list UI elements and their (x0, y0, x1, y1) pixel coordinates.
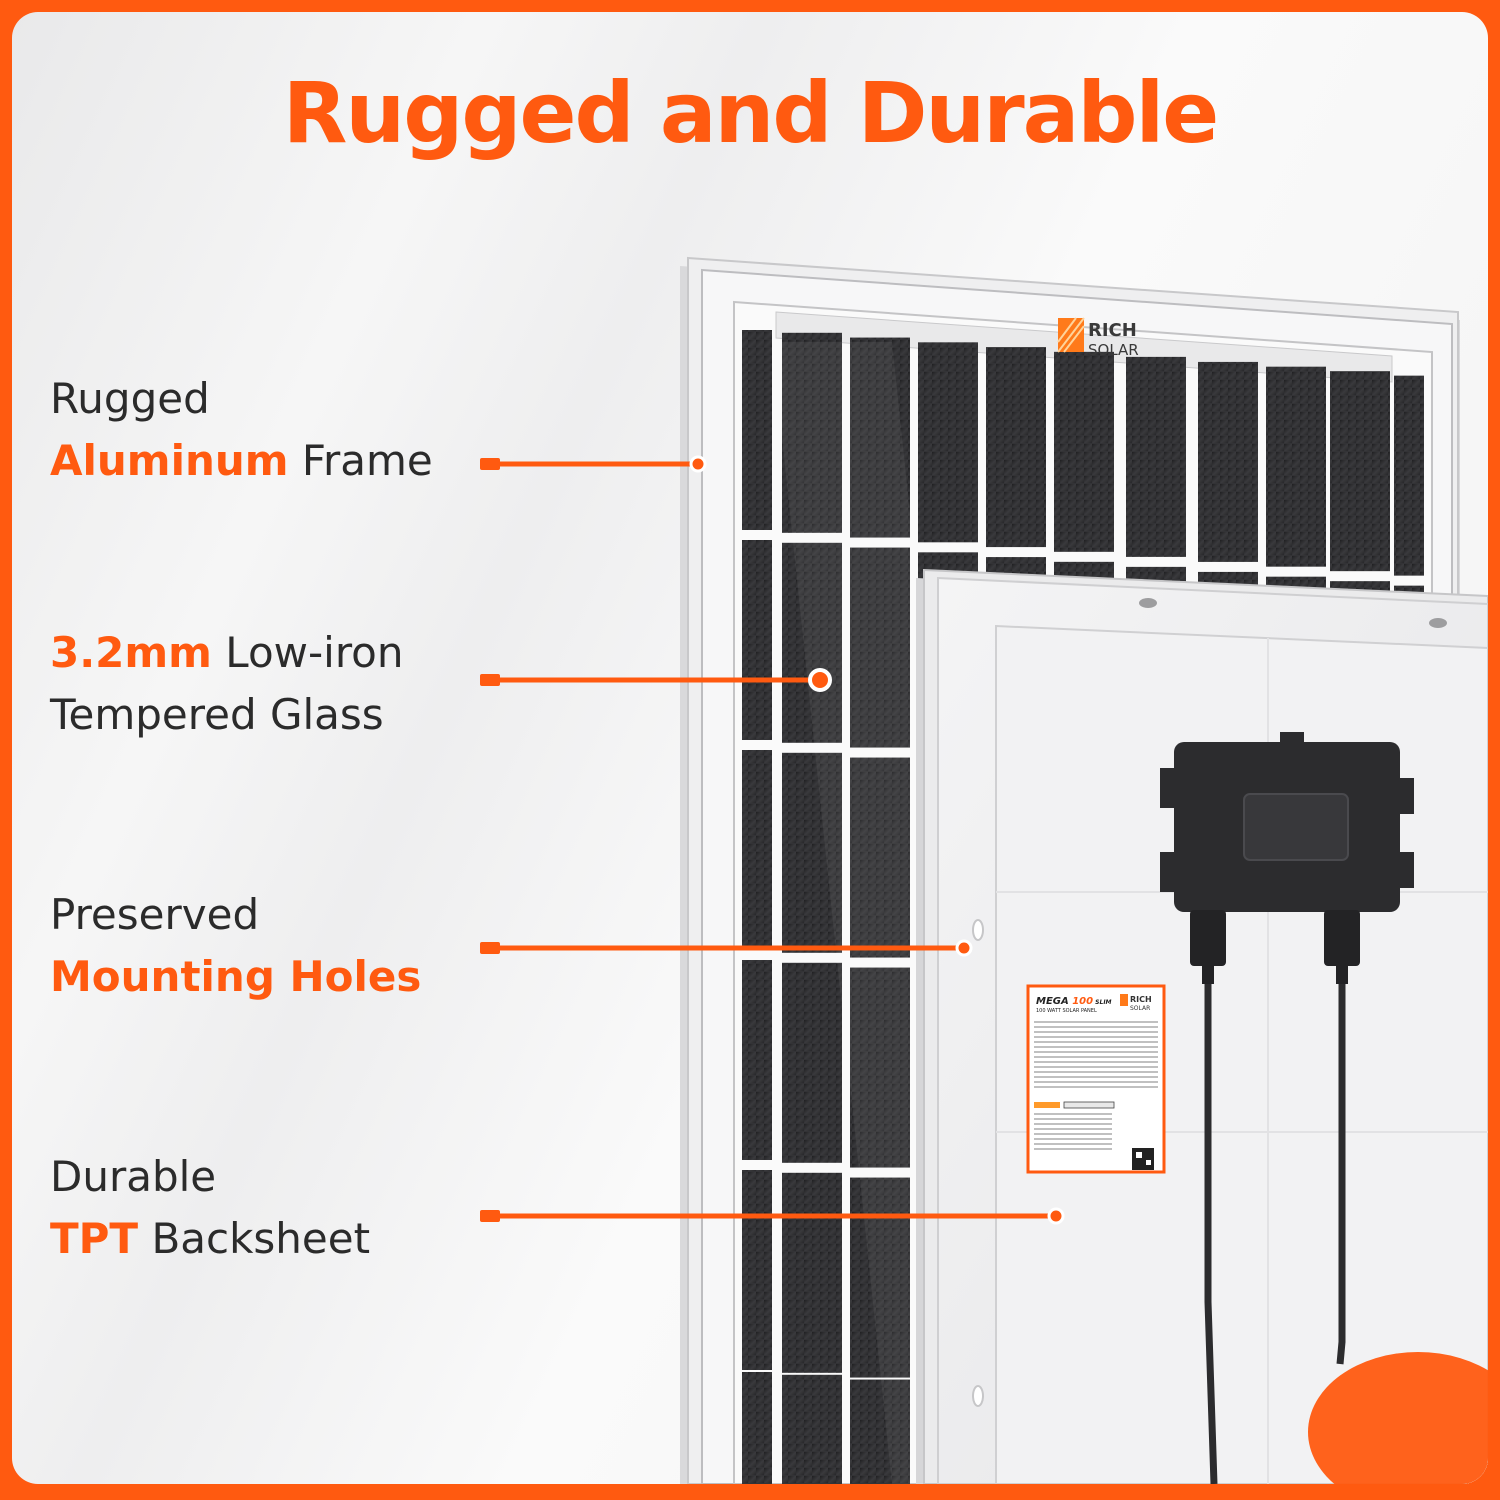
feature-line: Durable (50, 1152, 217, 1201)
solar-cell (986, 347, 1046, 548)
solar-cell (918, 342, 978, 543)
feature-line: Tempered Glass (50, 690, 384, 739)
decorative-blob (1308, 1352, 1488, 1484)
feature-mounting-holes: Preserved Mounting Holes (50, 884, 421, 1008)
logo-text-solar: SOLAR (1088, 341, 1139, 359)
solar-cell (782, 1374, 842, 1484)
callout-mounting-holes (480, 939, 973, 957)
solar-cell (1054, 351, 1114, 552)
callout-connectors (480, 455, 1065, 1225)
solar-cell (850, 547, 910, 748)
solar-cell (1330, 371, 1390, 572)
label-subtitle: 100 WATT SOLAR PANEL (1036, 1008, 1097, 1014)
solar-panels-illustration: RICH SOLAR (480, 256, 1488, 1484)
rich-solar-logo: RICH SOLAR (1057, 317, 1139, 359)
page-title: Rugged and Durable (282, 64, 1219, 162)
feature-text: Backsheet (138, 1214, 371, 1263)
solar-cell (782, 332, 842, 533)
solar-cell (782, 752, 842, 953)
solar-cell (742, 960, 772, 1160)
feature-highlight: TPT (50, 1214, 139, 1263)
feature-line: Aluminum Frame (50, 430, 433, 492)
feature-text: Frame (288, 436, 433, 485)
logo-text-rich: RICH (1088, 320, 1137, 341)
feature-line: Preserved (50, 890, 260, 939)
solar-cell (1126, 356, 1186, 557)
mounting-hole (1139, 598, 1157, 608)
solar-cell (742, 540, 772, 740)
solar-cell (1394, 375, 1424, 576)
label-title-prefix: MEGA (1036, 996, 1072, 1007)
callout-tempered-glass (480, 668, 832, 692)
mounting-hole (972, 919, 984, 941)
solar-cell (1266, 366, 1326, 567)
feature-text: Low-iron (211, 628, 404, 677)
feature-highlight: Mounting Holes (50, 952, 422, 1001)
feature-highlight: Aluminum (50, 436, 289, 485)
solar-cell (782, 1172, 842, 1373)
mounting-hole (1429, 618, 1447, 628)
solar-cell (850, 1177, 910, 1378)
feature-line: Mounting Holes (50, 946, 421, 1008)
callout-tpt-backsheet (480, 1207, 1065, 1225)
solar-cell (850, 967, 910, 1168)
solar-cell (782, 962, 842, 1163)
feature-tpt-backsheet: Durable TPT Backsheet (50, 1146, 370, 1270)
callout-aluminum-frame (480, 455, 707, 473)
feature-line: 3.2mm Low-iron (50, 622, 403, 684)
solar-cell (742, 1372, 772, 1484)
solar-cell (782, 542, 842, 743)
junction-box (1160, 732, 1414, 1484)
mounting-hole (972, 1385, 984, 1407)
svg-text:MEGA 100 SLIM: MEGA 100 SLIM (1036, 996, 1112, 1007)
feature-line: Rugged (50, 374, 210, 423)
rear-solar-panel (916, 568, 1488, 1484)
solar-cell (742, 330, 772, 530)
product-card: RICH SOLAR (12, 12, 1488, 1484)
spec-label: MEGA 100 SLIM 100 WATT SOLAR PANEL RICH … (1026, 984, 1166, 1174)
label-title-suffix: SLIM (1093, 999, 1111, 1006)
feature-line: TPT Backsheet (50, 1208, 370, 1270)
solar-cell (850, 1379, 910, 1484)
feature-tempered-glass: 3.2mm Low-iron Tempered Glass (50, 622, 403, 746)
solar-cell (742, 750, 772, 950)
solar-cell (850, 337, 910, 538)
feature-highlight: 3.2mm (50, 628, 212, 677)
label-title-num: 100 (1072, 996, 1093, 1007)
solar-cell (1198, 361, 1258, 562)
solar-cell (742, 1170, 772, 1370)
label-brand-rich: RICH (1130, 995, 1152, 1004)
feature-aluminum-frame: Rugged Aluminum Frame (50, 368, 433, 492)
label-brand-solar: SOLAR (1130, 1005, 1150, 1012)
solar-cell (850, 757, 910, 958)
